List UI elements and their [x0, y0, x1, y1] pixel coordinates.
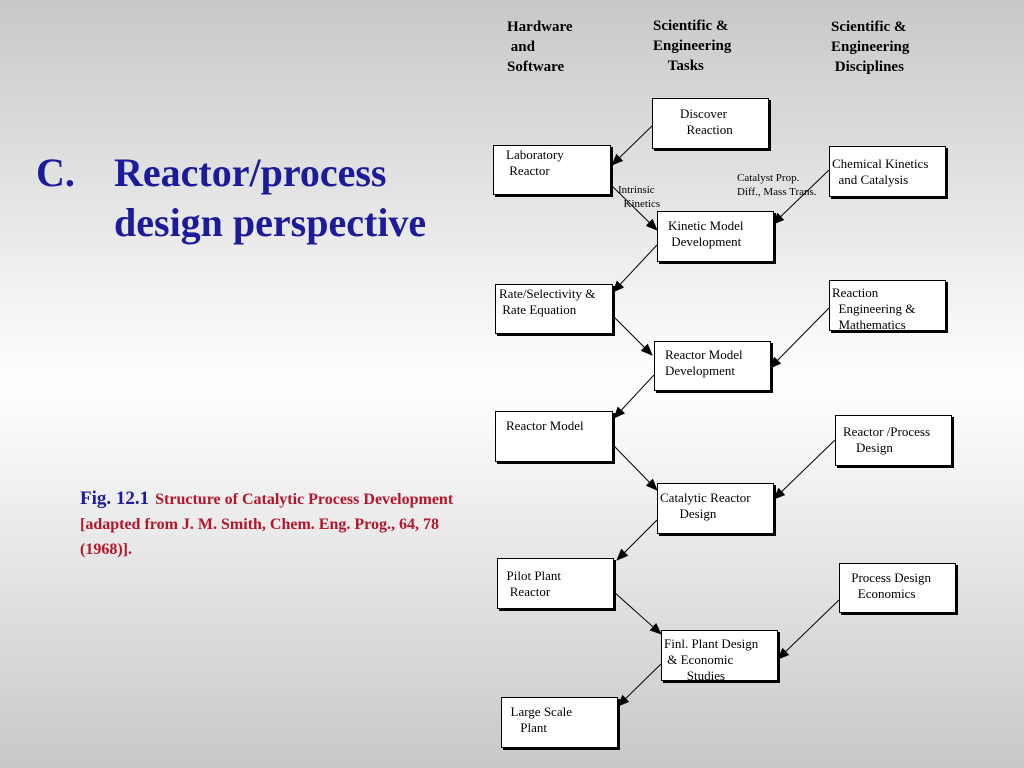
arrow-final-large: [617, 663, 662, 707]
box-reactor-model: Reactor Model: [495, 411, 613, 462]
box-reaction-engineering: Reaction Engineering & Mathematics: [829, 280, 946, 332]
box-kinetic-model: Kinetic Model Development: [657, 211, 774, 262]
arrow-econ-final: [777, 599, 840, 660]
arrow-design-catalytic: [773, 439, 836, 500]
box-reactor-process-design: Reactor /Process Design: [835, 415, 952, 466]
box-rate-selectivity: Rate/Selectivity & Rate Equation: [495, 284, 613, 334]
box-process-design-economics: Process Design Economics: [839, 563, 956, 613]
arrow-chem-kinetic: [772, 169, 830, 225]
label-intrinsic-kinetics: Intrinsic Kinetics: [618, 184, 661, 210]
arrow-reaceng-reactordev: [769, 307, 830, 369]
page-title: Reactor/process design perspective: [114, 150, 427, 245]
box-final-plant-design: Finl. Plant Design & Economic Studies: [661, 630, 778, 683]
arrow-model-catalytic: [612, 444, 658, 491]
arrow-lab-kinetic: [611, 185, 658, 231]
arrow-catalytic-pilot: [616, 519, 658, 561]
label-catalyst-properties: Catalyst Prop. Diff., Mass Trans.: [737, 172, 817, 198]
arrow-pilot-final: [613, 591, 662, 635]
arrow-discover-lab: [611, 125, 653, 166]
header-tasks: Scientific & Engineering Tasks: [653, 18, 732, 74]
box-chemical-kinetics: Chemical Kinetics and Catalysis: [829, 146, 946, 197]
header-disciplines: Scientific & Engineering Disciplines: [831, 19, 910, 75]
figure-caption-text: Structure of Catalytic Process Developme…: [80, 491, 454, 558]
figure-number: Fig. 12.1: [80, 488, 150, 509]
box-reactor-model-development: Reactor Model Development: [654, 341, 771, 391]
box-discover-reaction: Discover Reaction: [652, 98, 769, 149]
header-hardware: Hardware and Software: [507, 19, 573, 75]
box-large-scale-plant: Large Scale Plant: [501, 697, 618, 748]
section-letter: C.: [36, 150, 75, 195]
arrow-rate-reactordev: [612, 315, 653, 356]
arrow-kinetic-rate: [612, 244, 658, 293]
arrow-reactordev-model: [613, 374, 655, 419]
box-laboratory-reactor: Laboratory Reactor: [493, 145, 611, 195]
box-pilot-plant: Pilot Plant Reactor: [497, 558, 614, 609]
box-catalytic-reactor-design: Catalytic Reactor Design: [657, 483, 774, 534]
